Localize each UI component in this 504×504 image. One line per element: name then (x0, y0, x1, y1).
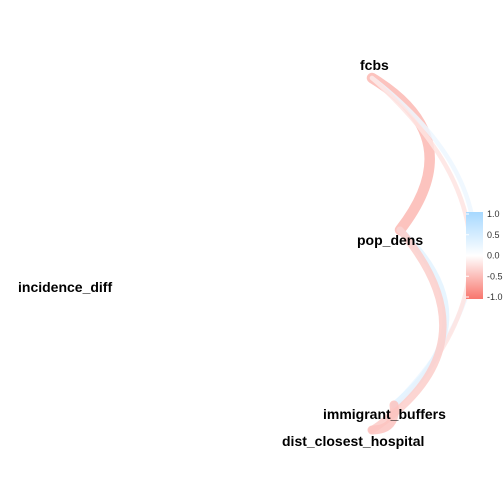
node-label-fcbs: fcbs (360, 57, 389, 73)
edge-immigrant-buffers-dist-closest-hospital (367, 400, 399, 435)
node-label-incidence-diff: incidence_diff (18, 279, 112, 295)
node-label-pop-dens: pop_dens (357, 232, 423, 248)
legend-tick-label: 1.0 (487, 209, 500, 219)
edge-pop-dens-dist-closest-hospital (368, 226, 447, 434)
color-legend: 1.0 0.5 0.0 -0.5 -1.0 (466, 209, 503, 302)
edges-layer (366, 72, 478, 435)
node-labels: incidence_diff fcbs pop_dens immigrant_b… (18, 57, 446, 449)
legend-tick-label: 0.0 (487, 251, 500, 261)
legend-tick-label: -1.0 (487, 292, 503, 302)
node-label-immigrant-buffers: immigrant_buffers (323, 406, 446, 422)
legend-tick-label: 0.5 (487, 230, 500, 240)
legend-colorbar (466, 212, 483, 299)
node-label-dist-closest-hospital: dist_closest_hospital (282, 433, 424, 449)
legend-tick-label: -0.5 (487, 271, 503, 281)
